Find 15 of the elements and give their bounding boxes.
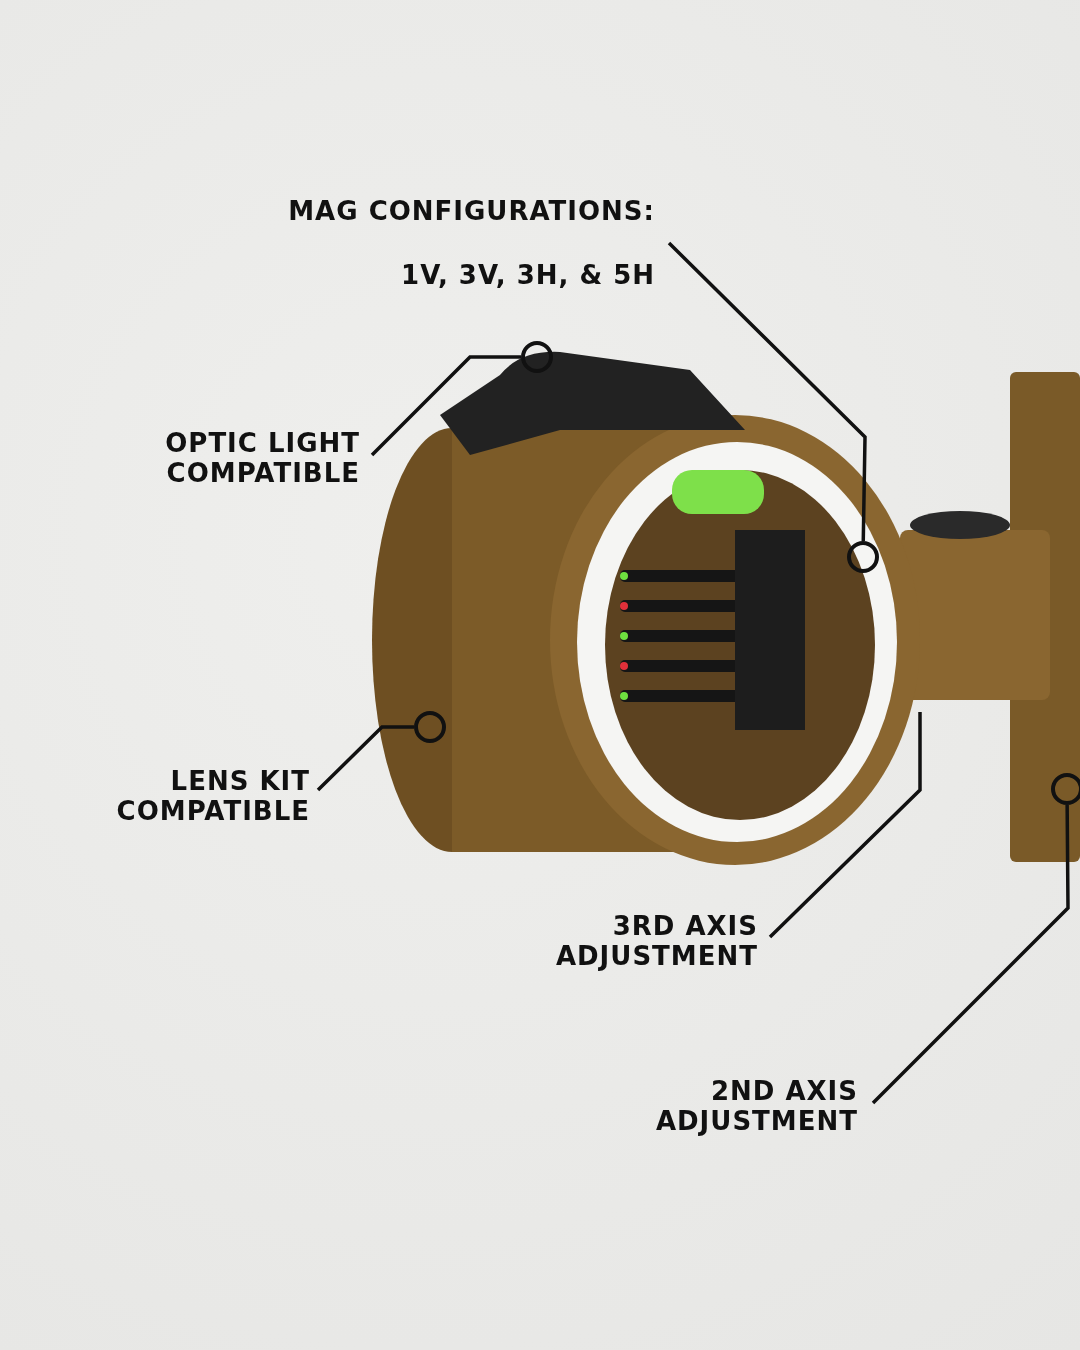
leader-line — [871, 805, 1070, 1105]
callout-ring — [414, 711, 446, 743]
leader-line — [316, 725, 414, 792]
callout-ring — [1051, 773, 1080, 805]
callout-label: 1V, 3V, 3H, & 5H — [401, 260, 655, 290]
callout-label: LENS KIT COMPATIBLE — [50, 766, 310, 826]
leader-line — [370, 355, 521, 457]
callout-ring — [847, 541, 879, 573]
callout-label: MAG CONFIGURATIONS: — [288, 196, 655, 226]
callout-label: OPTIC LIGHT COMPATIBLE — [100, 428, 360, 488]
leader-line — [768, 712, 922, 939]
callout-label: 2ND AXIS ADJUSTMENT — [590, 1076, 858, 1136]
leader-line — [667, 241, 867, 542]
callout-ring — [521, 341, 553, 373]
callout-label: 3RD AXIS ADJUSTMENT — [490, 911, 758, 971]
